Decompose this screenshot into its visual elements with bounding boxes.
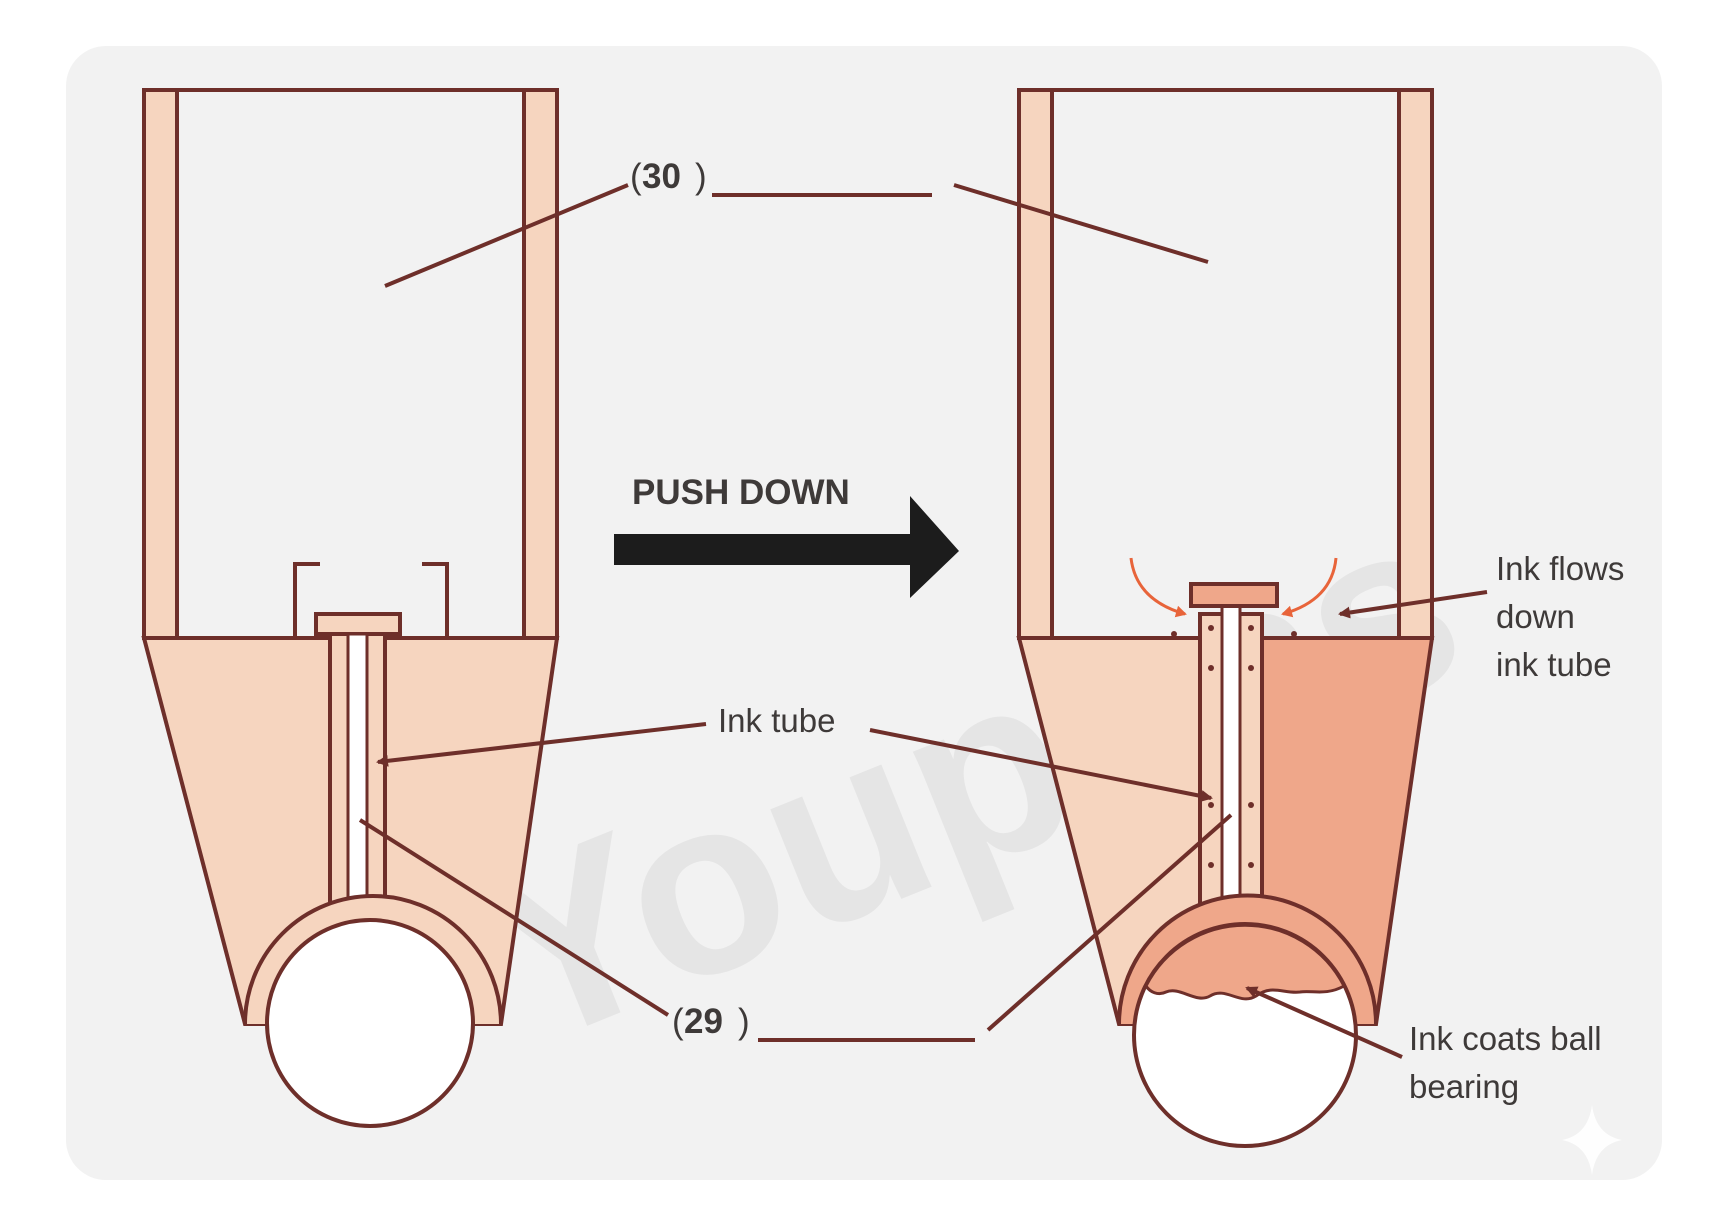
label-29-close: ): [738, 1002, 750, 1041]
ink-coats-label-line2: bearing: [1409, 1068, 1519, 1105]
orange-flow-arrow-right: [1281, 557, 1338, 618]
left-plunger-cap: [314, 612, 402, 636]
right-barrel-wall-left: [1017, 88, 1054, 640]
right-barrel-wall-right: [1397, 88, 1434, 640]
push-down-label: PUSH DOWN: [632, 473, 850, 512]
left-ball-bearing: [265, 918, 475, 1128]
ink-flows-label-line3: ink tube: [1496, 646, 1612, 683]
right-ink-tube-inner: [1220, 604, 1242, 916]
push-down-arrow: [614, 496, 959, 598]
pen-left: [141, 88, 560, 1128]
ink-flows-label-line2: down: [1496, 598, 1575, 635]
leader-lines: [358, 183, 1488, 1059]
right-plunger-cap: [1189, 582, 1279, 608]
label-30-close: ): [695, 157, 707, 196]
sparkle-icon: [1562, 1105, 1622, 1175]
pen-right: [1016, 88, 1435, 1148]
ink-tube-label: Ink tube: [718, 702, 835, 739]
ink-flows-label-line1: Ink flows: [1496, 550, 1624, 587]
left-barrel-wall-left: [142, 88, 179, 640]
right-ink-coating: [1144, 923, 1346, 1001]
label-30: 30: [642, 157, 681, 196]
label-30-open: (: [630, 157, 642, 196]
label-29-open: (: [672, 1002, 684, 1041]
left-barrel-wall-right: [522, 88, 559, 640]
label-29: 29: [684, 1002, 723, 1041]
ink-coats-label-line1: Ink coats ball: [1409, 1020, 1602, 1057]
left-ink-tube-inner: [346, 632, 369, 916]
left-bracket: [293, 562, 449, 638]
orange-flow-arrow-left: [1129, 557, 1187, 618]
